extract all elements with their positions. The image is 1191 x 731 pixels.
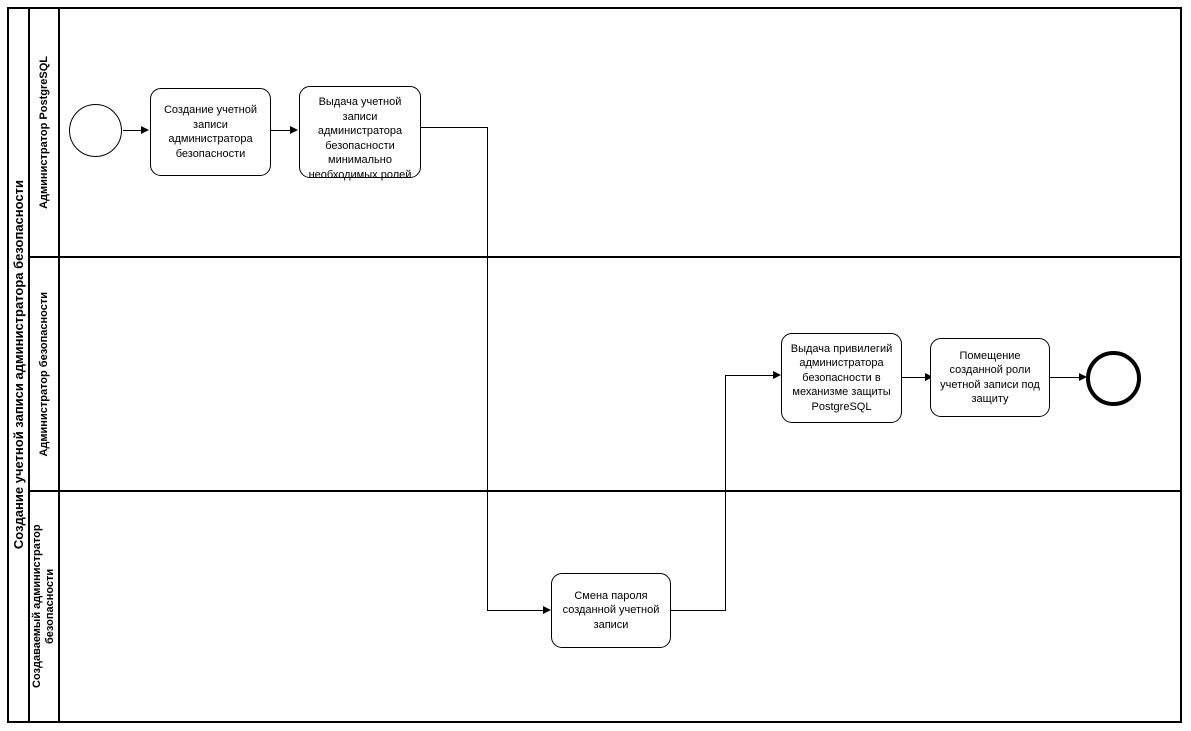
flow-privileges-to-protect: [902, 377, 926, 379]
task-grant-roles[interactable]: Выдача учетной записи администратора без…: [299, 86, 421, 181]
lane-created-security-admin-header: Создаваемый администратор безопасности: [30, 492, 60, 721]
flow-roles-to-password-seg-2: [487, 127, 489, 611]
flow-start-to-create-arrowhead: [141, 125, 149, 134]
task-protect-role[interactable]: Помещение созданной роли учетной записи …: [930, 338, 1050, 417]
lane-postgresql-admin-label: Администратор PostgreSQL: [37, 56, 50, 209]
start-event[interactable]: [69, 104, 122, 157]
flow-roles-to-password-arrowhead: [543, 605, 551, 614]
task-create-account-label: Создание учетной записи администратора б…: [163, 104, 258, 160]
flow-protect-to-end: [1050, 377, 1083, 379]
task-grant-privileges-label: Выдача привилегий администратора безопас…: [790, 342, 893, 413]
flow-create-to-roles-arrowhead: [290, 125, 298, 134]
flow-password-to-privileges-seg-2: [725, 375, 727, 611]
task-create-account[interactable]: Создание учетной записи администратора б…: [150, 88, 271, 176]
task-change-password-label: Смена пароля созданной учетной записи: [562, 589, 660, 631]
lane-security-admin: Администратор безопасности: [30, 256, 1182, 490]
flow-roles-to-password-seg-3: [487, 610, 544, 612]
flow-create-to-roles: [271, 130, 291, 132]
flow-password-to-privileges-seg-3: [725, 375, 775, 377]
task-grant-roles-label: Выдача учетной записи администратора без…: [308, 96, 412, 181]
lane-postgresql-admin-header: Администратор PostgreSQL: [30, 9, 60, 256]
flow-roles-to-password-seg-1: [421, 127, 488, 129]
pool-title: Создание учетной записи администратора б…: [9, 9, 30, 721]
lane-created-security-admin: Создаваемый администратор безопасности: [30, 490, 1182, 721]
task-protect-role-label: Помещение созданной роли учетной записи …: [940, 349, 1040, 406]
task-change-password[interactable]: Смена пароля созданной учетной записи: [551, 573, 671, 648]
flow-password-to-privileges-arrowhead: [773, 370, 781, 379]
flow-privileges-to-protect-arrowhead: [925, 372, 933, 381]
pool-container: Создание учетной записи администратора б…: [7, 7, 1182, 723]
lane-security-admin-header: Администратор безопасности: [30, 258, 60, 490]
lane-created-security-admin-label: Создаваемый администратор безопасности: [31, 524, 56, 689]
end-event[interactable]: [1086, 351, 1141, 406]
flow-start-to-create: [123, 130, 142, 132]
task-grant-privileges[interactable]: Выдача привилегий администратора безопас…: [781, 333, 902, 423]
lane-security-admin-label: Администратор безопасности: [37, 291, 50, 457]
lane-postgresql-admin: Администратор PostgreSQL: [30, 9, 1182, 256]
flow-password-to-privileges-seg-1: [671, 610, 726, 612]
flow-protect-to-end-arrowhead: [1079, 372, 1087, 381]
pool-title-label: Создание учетной записи администратора б…: [11, 180, 26, 550]
